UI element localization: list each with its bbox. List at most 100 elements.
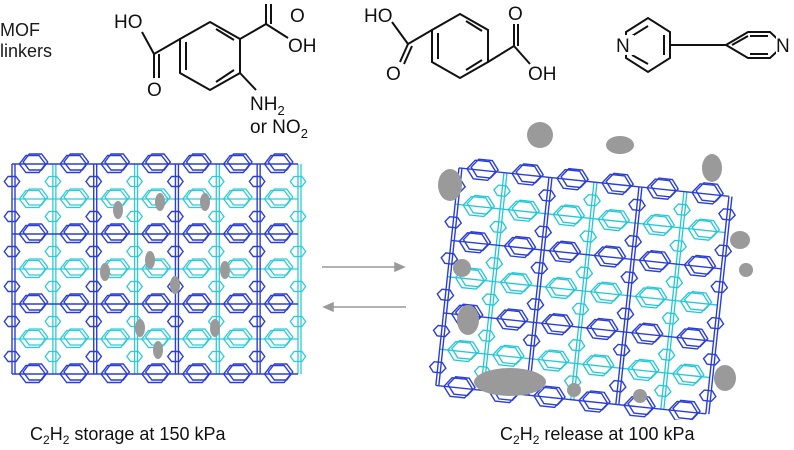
benzene-ring-bdc <box>431 12 489 80</box>
linker-ring <box>544 312 574 334</box>
no-subscript: 2 <box>301 126 308 140</box>
nh-text: NH <box>250 94 277 115</box>
linker-ring <box>18 329 47 349</box>
linker-ring <box>687 254 717 275</box>
linker-ring <box>141 224 169 244</box>
amino-bdc-structure: HO O O O OH NH2 or NO2 <box>114 4 317 140</box>
pillar-ring <box>477 329 496 343</box>
linker-ring <box>263 294 292 314</box>
pillar-ring <box>207 245 225 258</box>
linker-ring <box>181 329 210 349</box>
framework-pillar <box>483 172 508 391</box>
bipyridine-structure: N N <box>616 16 794 74</box>
framework-pillar <box>708 196 733 415</box>
linker-ring <box>541 349 570 370</box>
linker-ring <box>503 272 533 293</box>
pillar-ring <box>126 210 144 223</box>
acetylene-molecule <box>453 259 471 277</box>
bipyridine-n-right: N <box>776 36 790 57</box>
pillar-ring <box>44 280 62 293</box>
storage-caption-text: storage at 150 kPa <box>69 424 226 444</box>
linker-ring <box>222 294 251 314</box>
linker-ring <box>63 188 90 206</box>
linker-ring <box>18 259 47 279</box>
linker-ring <box>144 328 172 346</box>
pillar-ring <box>126 175 144 188</box>
linker-ring <box>226 223 253 241</box>
pillar-ring <box>620 271 639 284</box>
linker-ring <box>646 178 677 200</box>
linker-ring <box>470 158 500 179</box>
amino-bdc-carbonyl-top-o: O <box>290 6 305 27</box>
acetylene-molecule <box>210 319 220 337</box>
linker-ring <box>536 350 568 372</box>
linker-ring <box>222 364 251 384</box>
linker-ring <box>226 293 253 311</box>
bipyridine-n-left: N <box>616 36 630 57</box>
pillar-ring <box>485 256 504 270</box>
bdc-carbonyl-bottom: O <box>386 64 401 85</box>
mof-label-line1: MOF <box>0 20 40 40</box>
framework-pillar <box>618 187 643 405</box>
pillar-ring <box>571 302 590 316</box>
linker-ring <box>181 154 210 174</box>
framework-pillar <box>660 191 685 410</box>
acetylene-molecule <box>567 383 581 397</box>
release-framework-light-layer <box>439 172 726 410</box>
linker-ring <box>22 328 49 346</box>
linker-ring <box>22 153 49 171</box>
linker-ring <box>63 153 90 171</box>
linker-ring <box>462 195 493 218</box>
linker-ring <box>59 329 88 349</box>
linker-ring <box>593 281 623 302</box>
linker-ring <box>144 153 172 171</box>
pillar-ring <box>85 175 103 188</box>
linker-ring <box>100 329 129 349</box>
pillar-ring <box>706 316 725 330</box>
linker-ring <box>185 328 212 346</box>
linker-ring <box>507 200 538 222</box>
acetylene-molecule <box>633 389 647 403</box>
linker-ring <box>605 172 635 193</box>
pillar-ring <box>530 261 549 275</box>
framework-dark-layer <box>3 153 298 384</box>
pillar-ring <box>444 215 463 229</box>
linker-ring <box>22 188 49 206</box>
linker-ring <box>556 204 586 225</box>
linker-ring <box>144 223 172 241</box>
framework-pillar <box>663 191 688 410</box>
linker-ring <box>503 236 535 259</box>
linker-ring <box>593 246 625 268</box>
linker-ring <box>181 259 210 279</box>
linker-ring <box>63 223 90 241</box>
pillar-ring <box>608 379 627 393</box>
linker-ring <box>22 258 49 276</box>
linker-ring <box>668 400 699 420</box>
linker-ring <box>537 385 566 406</box>
storage-framework <box>3 153 307 384</box>
acetylene-molecule <box>730 231 750 249</box>
pillar-ring <box>538 189 557 202</box>
pillar-ring <box>428 360 447 374</box>
linker-ring <box>683 290 713 312</box>
linker-ring <box>582 390 611 411</box>
pillar-ring <box>3 280 21 293</box>
linker-ring <box>499 273 531 295</box>
linker-ring <box>446 340 478 363</box>
pillar-ring <box>289 350 307 363</box>
amino-bdc-carbonyl-bottom: O <box>147 80 162 101</box>
linker-ring <box>18 154 47 174</box>
linker-ring <box>589 282 621 304</box>
acetylene-molecule <box>457 305 479 335</box>
linker-ring <box>601 173 632 196</box>
linker-ring <box>630 323 662 345</box>
linker-ring <box>552 205 583 227</box>
linker-ring <box>515 163 545 184</box>
pillar-ring <box>85 245 103 258</box>
bdc-carbonyl-top: O <box>508 4 523 25</box>
linker-ring <box>671 364 703 386</box>
linker-ring <box>141 294 169 314</box>
linker-ring <box>267 293 294 311</box>
pillar-ring <box>289 210 307 223</box>
pillar-ring <box>432 324 451 338</box>
